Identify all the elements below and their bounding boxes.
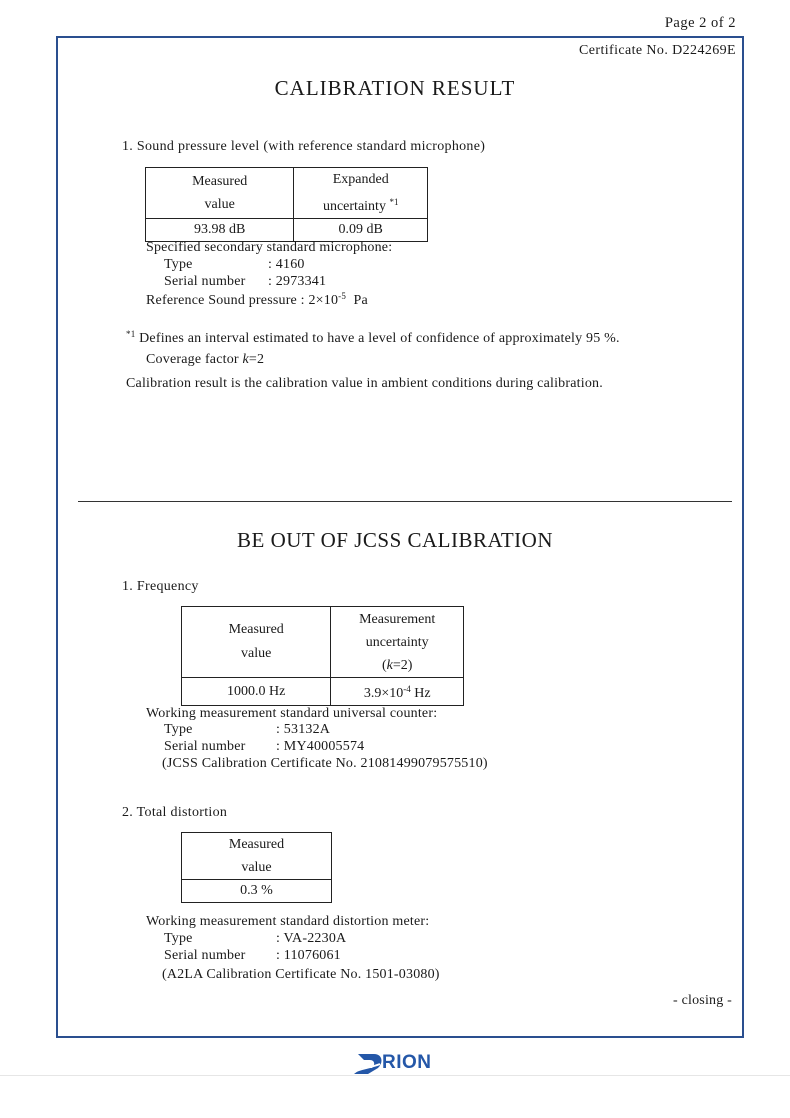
distortion-cert-note: (A2LA Calibration Certificate No. 1501-0… (162, 967, 440, 982)
microphone-type-label: Type (164, 257, 193, 272)
counter-serial-label: Serial number (164, 739, 246, 754)
counter-type-value: : 53132A (276, 722, 331, 737)
counter-cert-note: (JCSS Calibration Certificate No. 210814… (162, 756, 488, 771)
table-cell-measured: 93.98 dB (144, 218, 295, 242)
distortion-measured-value: 0.3 % (181, 879, 332, 903)
microphone-heading: Specified secondary standard microphone: (146, 240, 393, 255)
closing-mark: - closing - (673, 993, 732, 1008)
sound-pressure-table: Measured value Expanded uncertainty *1 9… (144, 167, 428, 242)
frequency-table: Measured value Measurement uncertainty (… (180, 606, 464, 706)
frequency-uncertainty-value: 3.9×10-4 Hz (330, 677, 464, 706)
section-frequency-heading: 1. Frequency (122, 579, 199, 594)
certificate-frame (56, 36, 744, 1038)
counter-type-label: Type (164, 722, 193, 737)
microphone-type-value: : 4160 (268, 257, 305, 272)
table-cell-uncertainty: 0.09 dB (293, 218, 428, 242)
frequency-uncertainty-header: Measurement uncertainty (k=2) (330, 606, 464, 678)
counter-heading: Working measurement standard universal c… (146, 706, 438, 721)
distortion-table: Measured value 0.3 % (181, 832, 332, 903)
frequency-measured-value: 1000.0 Hz (180, 677, 332, 706)
counter-serial-value: : MY40005574 (276, 739, 365, 754)
frequency-measured-header: Measured value (180, 606, 332, 678)
section-divider (78, 501, 732, 502)
rion-logo: RION (352, 1050, 462, 1078)
distortion-serial-label: Serial number (164, 948, 246, 963)
rion-logo-text: RION (382, 1052, 432, 1073)
section-distortion-heading: 2. Total distortion (122, 805, 228, 820)
microphone-serial-value: : 2973341 (268, 274, 327, 289)
section-sound-pressure-heading: 1. Sound pressure level (with reference … (122, 139, 486, 154)
rion-logo-mark-icon (353, 1054, 382, 1074)
distortion-measured-header: Measured value (181, 832, 332, 880)
distortion-type-label: Type (164, 931, 193, 946)
distortion-type-value: : VA-2230A (276, 931, 347, 946)
ambient-conditions-note: Calibration result is the calibration va… (126, 376, 603, 391)
coverage-factor: Coverage factor k=2 (146, 352, 265, 367)
distortion-meter-heading: Working measurement standard distortion … (146, 914, 430, 929)
uncertainty-note: *1 Defines an interval estimated to have… (126, 329, 620, 346)
reference-pressure-line: Reference Sound pressure : 2×10-5 Pa (146, 291, 368, 308)
measured-value-header: Measured value (144, 167, 295, 219)
distortion-serial-value: : 11076061 (276, 948, 341, 963)
microphone-serial-label: Serial number (164, 274, 246, 289)
page-label: Page 2 of 2 (664, 15, 736, 31)
calibration-result-title: CALIBRATION RESULT (274, 76, 516, 100)
certificate-number: Certificate No. D224269E (579, 43, 736, 58)
expanded-uncertainty-header: Expanded uncertainty *1 (293, 167, 428, 219)
footer-divider (0, 1075, 790, 1076)
out-of-jcss-title: BE OUT OF JCSS CALIBRATION (237, 528, 553, 552)
